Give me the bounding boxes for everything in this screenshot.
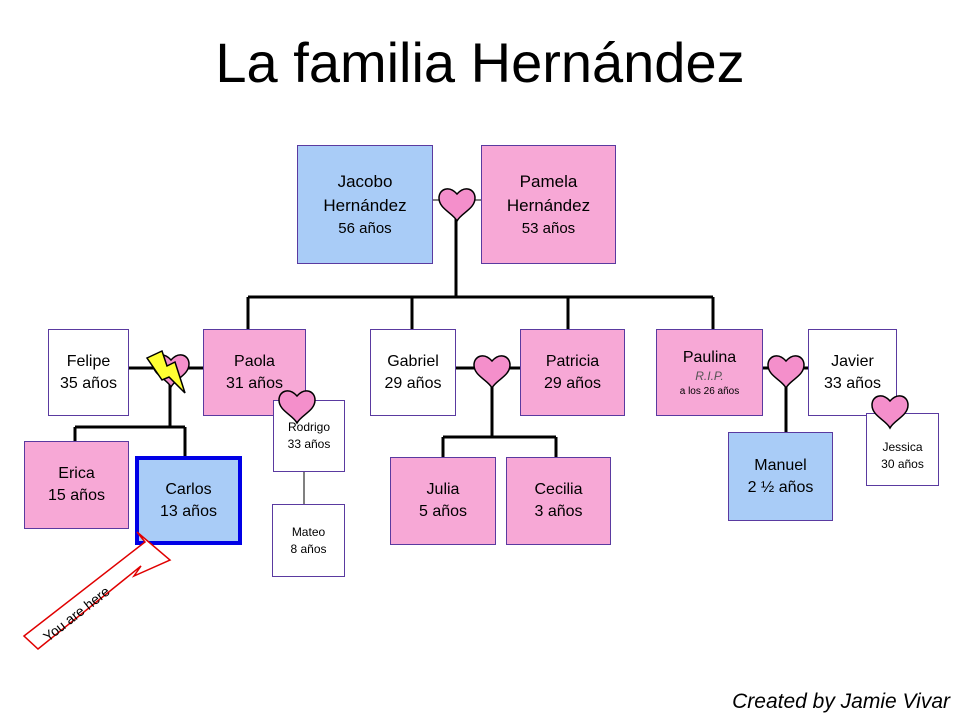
heart-icon	[767, 355, 805, 389]
credit-text: Created by Jamie Vivar	[732, 690, 950, 713]
person-name: Carlos	[165, 480, 212, 498]
person-age: 29 años	[384, 374, 442, 392]
person-manuel: Manuel 2 ½ años	[728, 432, 833, 521]
person-age: 56 años	[338, 219, 392, 237]
person-age: 31 años	[226, 374, 283, 392]
person-age: 29 años	[544, 374, 601, 392]
heart-icon	[473, 355, 511, 389]
person-first-name: Pamela	[519, 172, 578, 192]
person-age: 33 años	[824, 374, 881, 392]
person-jessica: Jessica 30 años	[866, 413, 939, 486]
person-name: Javier	[831, 352, 874, 370]
person-age: 2 ½ años	[747, 478, 814, 496]
person-name: Patricia	[545, 352, 600, 370]
person-mateo: Mateo 8 años	[272, 504, 345, 577]
person-gabriel: Gabriel 29 años	[370, 329, 456, 416]
person-jacobo: Jacobo Hernández 56 años	[297, 145, 433, 264]
person-name: Paulina	[682, 348, 737, 366]
person-age: 8 años	[290, 541, 327, 556]
person-name: Paola	[234, 352, 275, 370]
person-age: 30 años	[881, 456, 924, 471]
person-age: 3 años	[534, 503, 583, 520]
person-carlos: Carlos 13 años	[135, 456, 242, 545]
person-name: Julia	[426, 481, 460, 499]
person-age: 35 años	[60, 374, 117, 392]
person-name: Gabriel	[387, 352, 439, 370]
person-erica: Erica 15 años	[24, 441, 129, 529]
person-last-name: Hernández	[323, 196, 407, 215]
person-status: R.I.P.	[695, 369, 724, 384]
person-pamela: Pamela Hernández 53 años	[481, 145, 616, 264]
person-name: Jessica	[882, 439, 923, 454]
heart-icon	[871, 395, 909, 429]
person-paulina: Paulina R.I.P. a los 26 años	[656, 329, 763, 416]
person-age: 13 años	[160, 502, 217, 520]
person-age: 33 años	[287, 437, 331, 451]
diagram-title: La familia Hernández	[215, 31, 745, 94]
person-felipe: Felipe 35 años	[48, 329, 129, 416]
heart-icon	[438, 188, 476, 222]
person-cecilia: Cecilia 3 años	[506, 457, 611, 545]
person-last-name: Hernández	[506, 196, 591, 215]
person-patricia: Patricia 29 años	[520, 329, 625, 416]
person-first-name: Jacobo	[337, 172, 393, 192]
person-age: 53 años	[521, 219, 576, 237]
lightning-bolt-icon	[145, 349, 186, 394]
person-name: Cecilia	[534, 481, 583, 499]
heart-icon	[278, 390, 316, 424]
you-are-here-arrow	[22, 531, 172, 650]
person-name: Erica	[58, 465, 95, 483]
person-name: Rodrigo	[287, 420, 331, 435]
person-age: 15 años	[48, 487, 105, 504]
person-julia: Julia 5 años	[390, 457, 496, 545]
person-name: Manuel	[754, 456, 807, 474]
person-age: 5 años	[418, 503, 468, 520]
person-name: Felipe	[66, 352, 111, 370]
person-name: Mateo	[291, 524, 326, 539]
person-note: a los 26 años	[679, 385, 740, 397]
